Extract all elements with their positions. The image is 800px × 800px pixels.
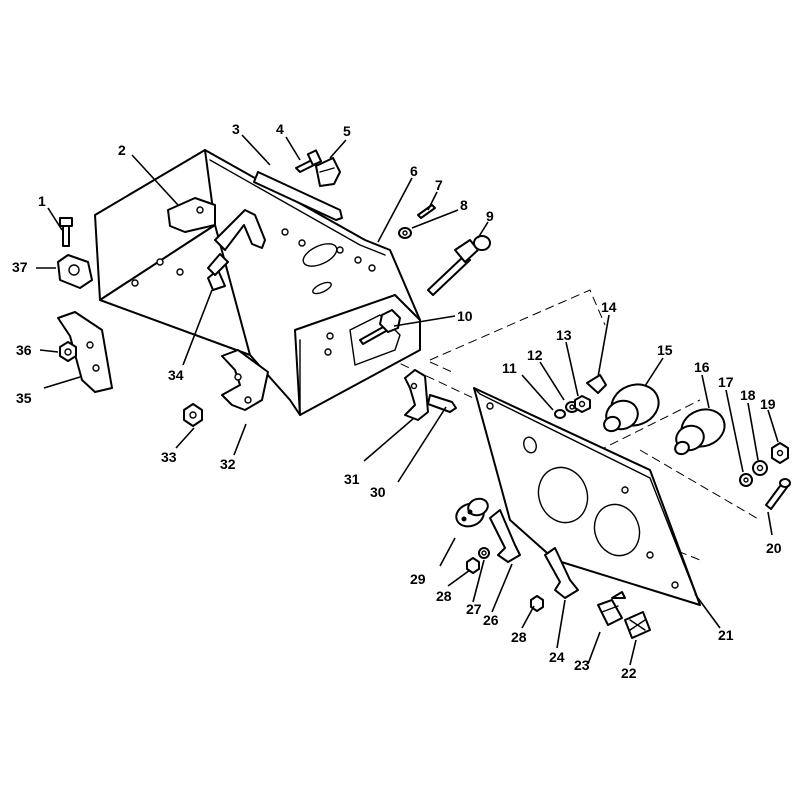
part-26-bracket: [489, 509, 521, 563]
part-7-screw: [417, 204, 436, 219]
part-28a-nut: [466, 557, 480, 574]
callout-11: 11: [502, 360, 517, 376]
callout-4: 4: [276, 121, 284, 137]
callout-7: 7: [435, 177, 443, 193]
part-30-pin: [427, 394, 457, 413]
part-18-washer: [752, 460, 768, 476]
callout-29: 29: [410, 571, 426, 587]
part-23-toggle: [597, 591, 626, 626]
part-20-bolt: [765, 478, 791, 510]
part-13-nut: [574, 395, 591, 413]
callout-27: 27: [466, 601, 482, 617]
part-17-washer: [739, 473, 753, 487]
part-22-plate: [624, 611, 651, 639]
part-16-gauge: [674, 408, 726, 456]
callout-18: 18: [740, 387, 756, 403]
part-34-linkage: [207, 209, 266, 291]
part-33-nut: [183, 403, 203, 427]
callout-28a: 28: [436, 588, 452, 604]
callout-34: 34: [168, 367, 184, 383]
callout-21: 21: [718, 627, 734, 643]
callout-24: 24: [549, 649, 565, 665]
part-11-washer: [554, 409, 566, 419]
callout-6: 6: [410, 163, 418, 179]
part-32-bracket: [221, 349, 269, 411]
callout-23: 23: [574, 657, 590, 673]
callout-10: 10: [457, 308, 473, 324]
callout-1: 1: [38, 193, 46, 209]
callout-31: 31: [344, 471, 360, 487]
callout-30: 30: [370, 484, 386, 500]
callout-17: 17: [718, 374, 734, 390]
callout-2: 2: [118, 142, 126, 158]
callout-labels: 1 2 3 4 5 6 7 8 9 10 11 12 13 14 15 16 1…: [12, 121, 782, 681]
part-31-clip: [404, 369, 429, 421]
callout-33: 33: [161, 449, 177, 465]
callout-22: 22: [621, 665, 637, 681]
callout-8: 8: [460, 197, 468, 213]
callout-19: 19: [760, 396, 776, 412]
part-9-stud: [427, 235, 491, 296]
callout-5: 5: [343, 123, 351, 139]
callout-14: 14: [601, 299, 617, 315]
part-21-panel: [473, 387, 701, 606]
callout-9: 9: [486, 208, 494, 224]
part-8-washer: [398, 227, 412, 239]
callout-26: 26: [483, 612, 499, 628]
part-29-switch: [455, 497, 489, 528]
console-bracket: [94, 149, 421, 416]
callout-32: 32: [220, 456, 236, 472]
part-27-washer: [478, 547, 490, 559]
part-19-nut: [771, 442, 789, 464]
part-36-nut: [59, 341, 77, 362]
part-2-clip: [167, 197, 216, 233]
callout-35: 35: [16, 390, 32, 406]
callout-37: 37: [12, 259, 28, 275]
part-3-rod: [253, 171, 343, 221]
callout-12: 12: [527, 347, 543, 363]
callout-20: 20: [766, 540, 782, 556]
part-15-gauge: [603, 383, 660, 433]
callout-13: 13: [556, 327, 572, 343]
callout-3: 3: [232, 121, 240, 137]
part-24-bracket: [544, 547, 579, 599]
part-14-clip: [586, 374, 607, 394]
part-1-bolt: [59, 217, 73, 247]
callout-36: 36: [16, 342, 32, 358]
part-4-screw: [295, 149, 323, 173]
leader-lines: [36, 134, 779, 666]
part-37-clamp: [57, 254, 93, 289]
callout-16: 16: [694, 359, 710, 375]
callout-28b: 28: [511, 629, 527, 645]
part-5-knob: [315, 157, 341, 187]
callout-15: 15: [657, 342, 673, 358]
